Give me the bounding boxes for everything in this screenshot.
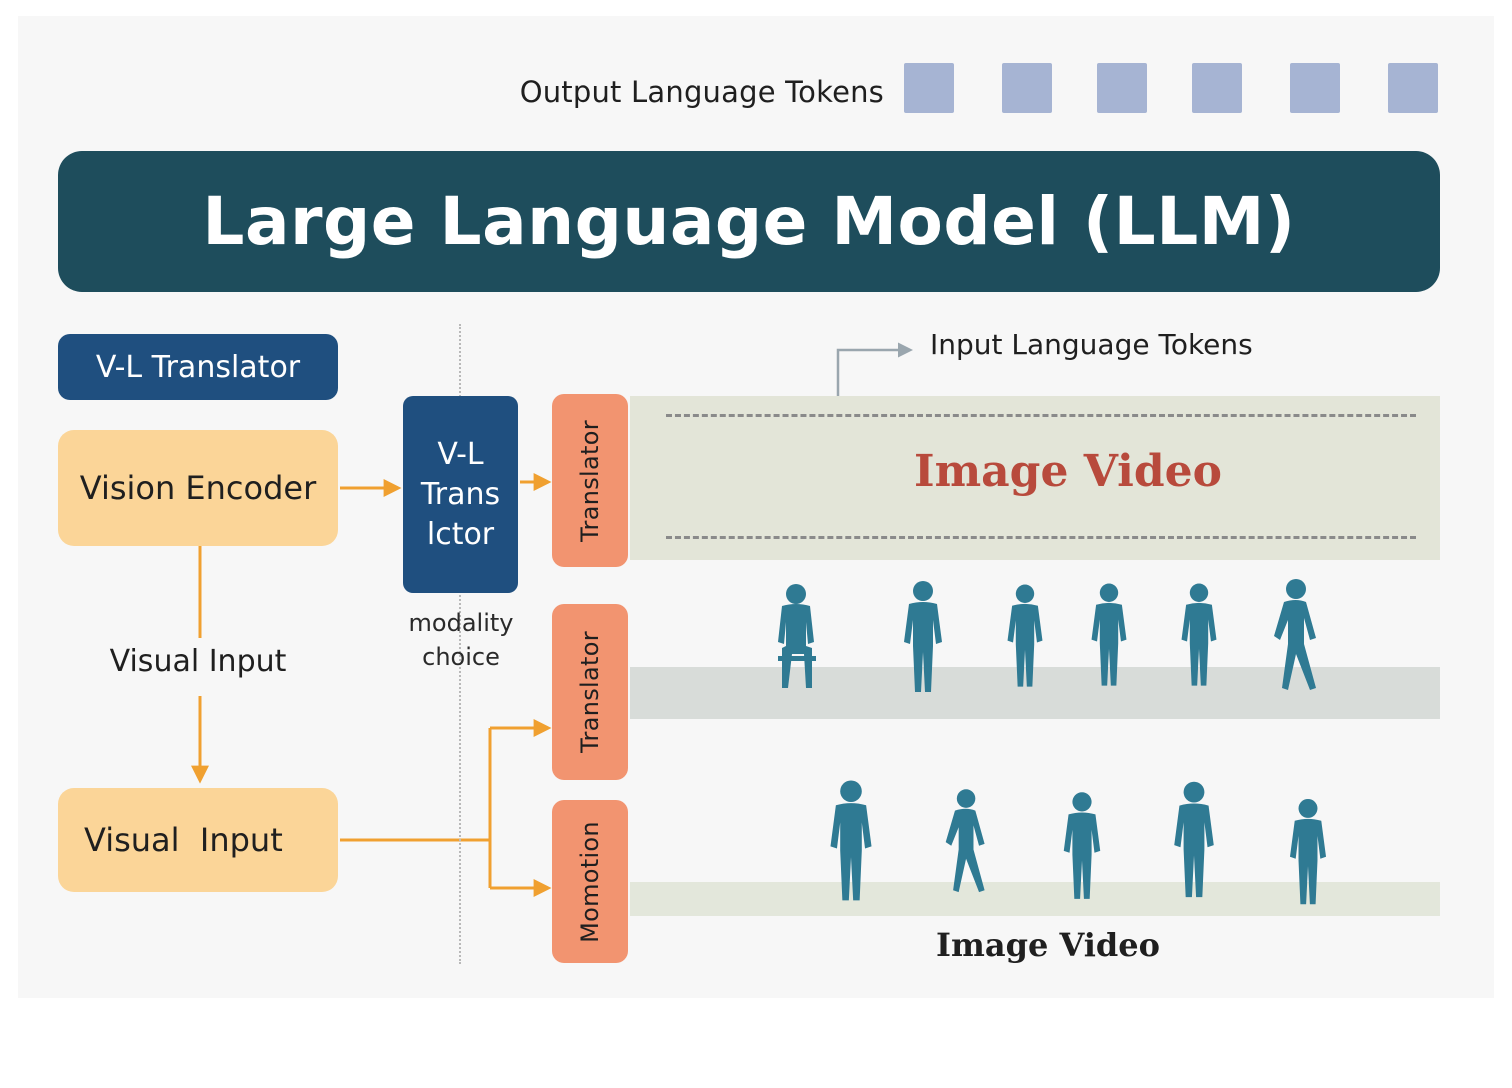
translator-tab-2: Translator bbox=[552, 604, 628, 780]
visual-input-label: Visual Input bbox=[58, 644, 338, 688]
standing-person-icon bbox=[1063, 792, 1101, 899]
walking-person-icon bbox=[1274, 579, 1316, 690]
arrow-input-tokens bbox=[836, 342, 913, 396]
output-token bbox=[904, 63, 954, 113]
image-video-title: Image Video bbox=[914, 446, 1222, 497]
image-video-caption: Image Video bbox=[936, 926, 1160, 964]
diagram-canvas: Output Language Tokens Large Language Mo… bbox=[18, 16, 1494, 998]
vl-translator-line-3: lctor bbox=[426, 516, 495, 552]
output-language-tokens-label: Output Language Tokens bbox=[519, 75, 884, 109]
standing-person-icon bbox=[1289, 798, 1327, 905]
standing-person-icon bbox=[1181, 583, 1217, 686]
vl-translator-badge: V-L Translator bbox=[58, 334, 338, 400]
walking-person-icon bbox=[945, 789, 985, 893]
vision-encoder-box: Vision Encoder bbox=[58, 430, 338, 546]
output-token bbox=[1002, 63, 1052, 113]
standing-person-icon bbox=[1174, 781, 1214, 898]
momotion-tab-label: Momotion bbox=[576, 820, 605, 943]
standing-person-icon bbox=[904, 581, 942, 692]
dotted-divider bbox=[459, 324, 461, 964]
output-token bbox=[1388, 63, 1438, 113]
visual-input-box: Visual Input bbox=[58, 788, 338, 892]
standing-person-icon bbox=[1007, 584, 1043, 687]
translator-tab-1-label: Translator bbox=[576, 419, 605, 542]
llm-title: Large Language Model (LLM) bbox=[202, 183, 1296, 260]
seated-person-icon bbox=[778, 584, 816, 688]
vl-translator-line-2: Trans bbox=[420, 476, 501, 512]
standing-person-icon bbox=[830, 780, 872, 901]
vl-translator-badge-label: V-L Translator bbox=[95, 349, 301, 385]
modality-line-1: modality bbox=[408, 609, 514, 637]
input-language-tokens-label: Input Language Tokens bbox=[930, 328, 1253, 361]
standing-person-icon bbox=[1091, 583, 1127, 686]
dashed-line-top bbox=[666, 414, 1416, 417]
modality-choice-label: modality choice bbox=[386, 606, 536, 674]
vl-translator-block: V-L Trans lctor bbox=[403, 396, 518, 593]
output-token bbox=[1192, 63, 1242, 113]
modality-line-2: choice bbox=[422, 643, 500, 671]
momotion-tab: Momotion bbox=[552, 800, 628, 963]
visual-input-box-label: Visual Input bbox=[84, 821, 283, 859]
vl-translator-line-1: V-L bbox=[437, 436, 484, 472]
translator-tab-2-label: Translator bbox=[576, 631, 605, 753]
output-token bbox=[1097, 63, 1147, 113]
llm-block: Large Language Model (LLM) bbox=[58, 151, 1440, 292]
output-token bbox=[1290, 63, 1340, 113]
vision-encoder-label: Vision Encoder bbox=[79, 469, 317, 507]
translator-tab-1: Translator bbox=[552, 394, 628, 567]
connector-lines bbox=[191, 342, 913, 897]
image-video-band bbox=[630, 396, 1440, 560]
dashed-line-bottom bbox=[666, 536, 1416, 539]
